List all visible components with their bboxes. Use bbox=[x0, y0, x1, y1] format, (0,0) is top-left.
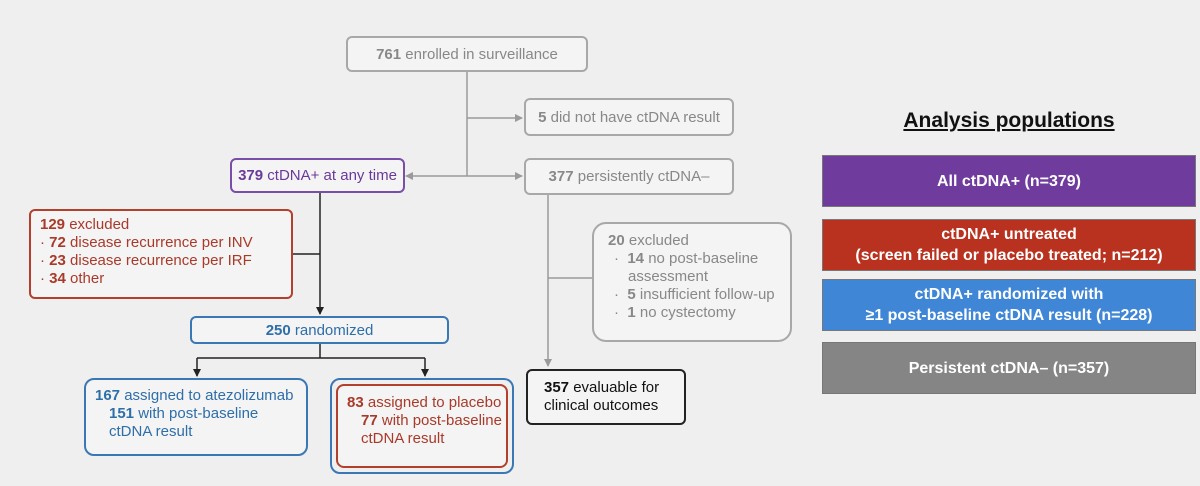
excluded-item-label: disease recurrence per IRF bbox=[70, 252, 252, 269]
randomized-count: 250 bbox=[265, 321, 291, 339]
bullet: · bbox=[614, 250, 619, 267]
excluded-right-label: excluded bbox=[628, 232, 689, 249]
randomized-label: randomized bbox=[294, 321, 374, 339]
placebo-sub-count: 77 bbox=[361, 412, 378, 429]
enrolled-count: 761 bbox=[376, 45, 402, 63]
excluded-item-label-2: assessment bbox=[628, 268, 709, 285]
placebo-label: assigned to placebo bbox=[367, 394, 502, 411]
atezolizumab-sub-label-2: ctDNA result bbox=[109, 423, 193, 440]
persistently-negative-box: 377 persistently ctDNA– bbox=[524, 158, 734, 195]
excluded-item-label: no post-baseline bbox=[648, 250, 759, 267]
excluded-item-count: 34 bbox=[49, 270, 66, 287]
population-label-2: ≥1 post-baseline ctDNA result (n=228) bbox=[865, 307, 1153, 324]
placebo-box: 83 assigned to placebo 77 with post-base… bbox=[336, 384, 508, 468]
excluded-left-box: 129 excluded · 72 disease recurrence per… bbox=[29, 209, 293, 299]
bullet: · bbox=[614, 286, 619, 303]
bullet: · bbox=[40, 234, 45, 251]
population-label-2: (screen failed or placebo treated; n=212… bbox=[855, 247, 1163, 264]
placebo-outer-frame bbox=[330, 378, 514, 474]
persistently-negative-count: 377 bbox=[548, 168, 574, 185]
excluded-item-label: no cystectomy bbox=[639, 304, 736, 321]
no-result-label: did not have ctDNA result bbox=[550, 108, 720, 126]
placebo-sub-label: with post-baseline bbox=[381, 412, 502, 429]
excluded-right-count: 20 bbox=[608, 232, 625, 249]
excluded-item-label: disease recurrence per INV bbox=[70, 234, 253, 251]
excluded-left-count: 129 bbox=[40, 216, 66, 233]
excluded-item-count: 72 bbox=[49, 234, 66, 251]
ctdna-positive-label: ctDNA+ at any time bbox=[267, 167, 397, 184]
excluded-item-count: 1 bbox=[627, 304, 636, 321]
analysis-populations-title: Analysis populations bbox=[903, 109, 1115, 132]
excluded-right-box: 20 excluded · 14 no post-baseline assess… bbox=[592, 222, 792, 342]
population-all-ctdna-positive: All ctDNA+ (n=379) bbox=[822, 155, 1196, 207]
population-label: All ctDNA+ (n=379) bbox=[936, 172, 1082, 190]
atezolizumab-label: assigned to atezolizumab bbox=[124, 387, 294, 404]
placebo-count: 83 bbox=[347, 394, 364, 411]
atezolizumab-sub-count: 151 bbox=[109, 405, 135, 422]
population-label: Persistent ctDNA– (n=357) bbox=[908, 359, 1110, 377]
no-result-count: 5 bbox=[538, 108, 547, 126]
atezolizumab-count: 167 bbox=[95, 387, 121, 404]
bullet: · bbox=[614, 304, 619, 321]
ctdna-positive-count: 379 bbox=[238, 167, 264, 184]
evaluable-box: 357 evaluable for clinical outcomes bbox=[526, 369, 686, 425]
atezolizumab-sub-label: with post-baseline bbox=[138, 405, 259, 422]
excluded-item-label: insufficient follow-up bbox=[639, 286, 775, 303]
persistently-negative-label: persistently ctDNA– bbox=[577, 168, 710, 185]
excluded-left-label: excluded bbox=[69, 216, 130, 233]
bullet: · bbox=[40, 270, 45, 287]
population-label: ctDNA+ untreated bbox=[941, 226, 1077, 243]
excluded-item-label: other bbox=[70, 270, 105, 287]
placebo-sub-label-2: ctDNA result bbox=[361, 430, 445, 447]
no-result-box: 5 did not have ctDNA result bbox=[524, 98, 734, 136]
enrolled-label: enrolled in surveillance bbox=[405, 45, 558, 63]
enrolled-box: 761 enrolled in surveillance bbox=[346, 36, 588, 72]
excluded-item-count: 23 bbox=[49, 252, 66, 269]
excluded-item-count: 5 bbox=[627, 286, 636, 303]
evaluable-label-2: clinical outcomes bbox=[544, 397, 659, 414]
excluded-item-count: 14 bbox=[627, 250, 645, 267]
randomized-box: 250 randomized bbox=[190, 316, 449, 344]
ctdna-positive-box: 379 ctDNA+ at any time bbox=[230, 158, 405, 193]
atezolizumab-box: 167 assigned to atezolizumab 151 with po… bbox=[84, 378, 308, 456]
population-ctdna-untreated: ctDNA+ untreated (screen failed or place… bbox=[822, 219, 1196, 271]
evaluable-label: evaluable for bbox=[573, 379, 660, 396]
population-persistent-negative: Persistent ctDNA– (n=357) bbox=[822, 342, 1196, 394]
population-label: ctDNA+ randomized with bbox=[914, 286, 1104, 303]
bullet: · bbox=[40, 252, 45, 269]
population-ctdna-randomized: ctDNA+ randomized with ≥1 post-baseline … bbox=[822, 279, 1196, 331]
evaluable-count: 357 bbox=[544, 379, 570, 396]
